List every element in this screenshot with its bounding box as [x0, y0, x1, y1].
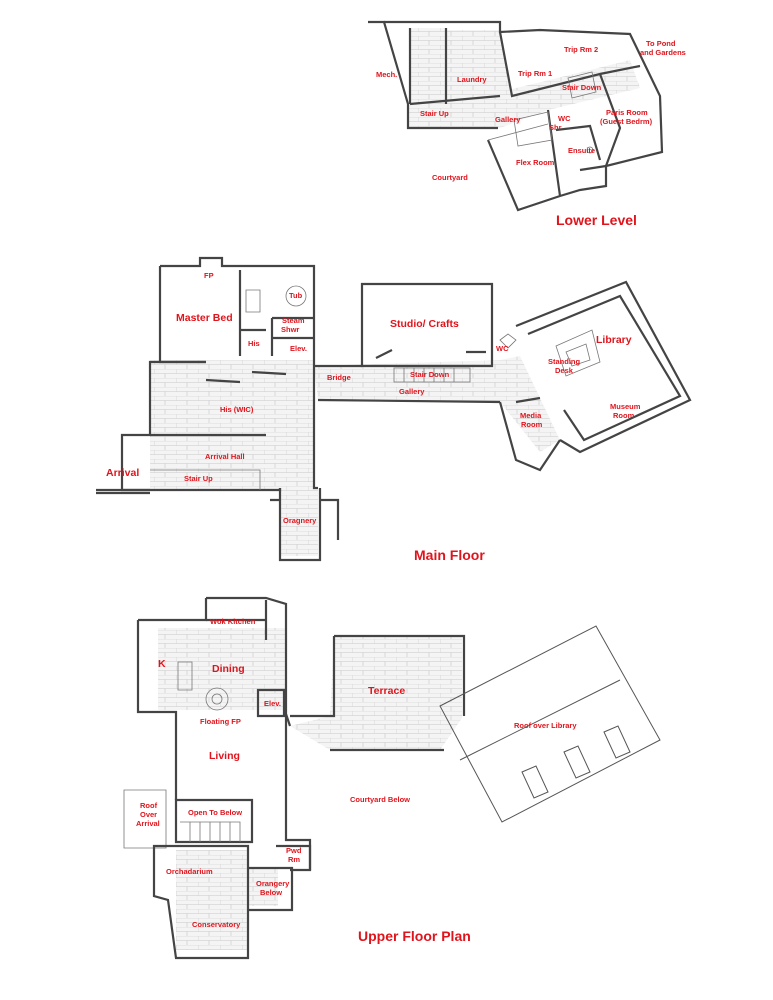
trip-rm-1-label: Trip Rm 1 [518, 69, 552, 78]
over-label: Over [140, 810, 157, 819]
living-label: Living [209, 750, 240, 762]
oragnery-label: Oragnery [283, 516, 317, 525]
conservatory-label: Conservatory [192, 920, 241, 929]
upper-floor-title: Upper Floor Plan [358, 928, 471, 944]
his-label: His [248, 339, 260, 348]
laundry-label: Laundry [457, 75, 487, 84]
main-stair-up-label: Stair Up [184, 474, 213, 483]
upper-elev-label: Elev. [264, 699, 281, 708]
flex-room-label: Flex Room [516, 158, 555, 167]
orangery-below-label: Below [260, 888, 282, 897]
arrival-hall-label: Arrival Hall [205, 452, 245, 461]
museum-room-label: Room [613, 411, 635, 420]
museum-label: Museum [610, 402, 641, 411]
gallery-label: Gallery [495, 115, 521, 124]
elev-label: Elev. [290, 344, 307, 353]
fp-label: FP [204, 271, 214, 280]
main-floor-plan [96, 256, 692, 562]
lower-level-plan [368, 20, 664, 212]
ensuite-label: Ensuite [568, 146, 595, 155]
k-label: K [158, 658, 166, 670]
courtyard-label: Courtyard [432, 173, 468, 182]
roof-over-library-label: Roof over Library [514, 721, 577, 730]
library-label: Library [596, 334, 632, 346]
trip-rm-2-label: Trip Rm 2 [564, 45, 598, 54]
media-label: Media [520, 411, 542, 420]
stair-up-label: Stair Up [420, 109, 449, 118]
lower-level-title: Lower Level [556, 212, 637, 228]
mech-label: Mech. [376, 70, 397, 79]
his-wic-label: His (WIC) [220, 405, 254, 414]
standing-label: Standing [548, 357, 580, 366]
shr-label: Shr [549, 123, 562, 132]
steam-label: Steam [282, 316, 305, 325]
arrival-label: Arrival [106, 467, 139, 479]
roof-label: Roof [140, 801, 158, 810]
courtyard-below-label: Courtyard Below [350, 795, 410, 804]
main-stair-down-label: Stair Down [410, 370, 450, 379]
shwr-label: Shwr [281, 325, 299, 334]
wok-kitchen-label: Wok Kitchen [210, 617, 256, 626]
pwd-rm-label: Rm [288, 855, 300, 864]
open-to-below-label: Open To Below [188, 808, 242, 817]
desk-label: Desk [555, 366, 574, 375]
master-bed-label: Master Bed [176, 312, 233, 324]
main-floor-title: Main Floor [414, 547, 485, 563]
bridge-label: Bridge [327, 373, 351, 382]
roof-arrival-label: Arrival [136, 819, 160, 828]
to-pond-label: To Pond [646, 39, 676, 48]
orchadarium-label: Orchadarium [166, 867, 213, 876]
media-room-label: Room [521, 420, 543, 429]
floating-fp-label: Floating FP [200, 717, 241, 726]
stair-down-label: Stair Down [562, 83, 602, 92]
studio-crafts-label: Studio/ Crafts [390, 318, 459, 330]
tub-label: Tub [289, 291, 303, 300]
and-gardens-label: and Gardens [640, 48, 686, 57]
upper-floor-plan [123, 596, 661, 960]
wc-label: WC [558, 114, 571, 123]
guest-bedrm-label: (Guest Bedrm) [600, 117, 653, 126]
main-gallery-label: Gallery [399, 387, 425, 396]
orangery-label: Orangery [256, 879, 290, 888]
pwd-label: Pwd [286, 846, 302, 855]
terrace-label: Terrace [368, 685, 405, 697]
main-wc-label: WC [496, 344, 509, 353]
dining-label: Dining [212, 663, 245, 675]
paris-room-label: Paris Room [606, 108, 648, 117]
